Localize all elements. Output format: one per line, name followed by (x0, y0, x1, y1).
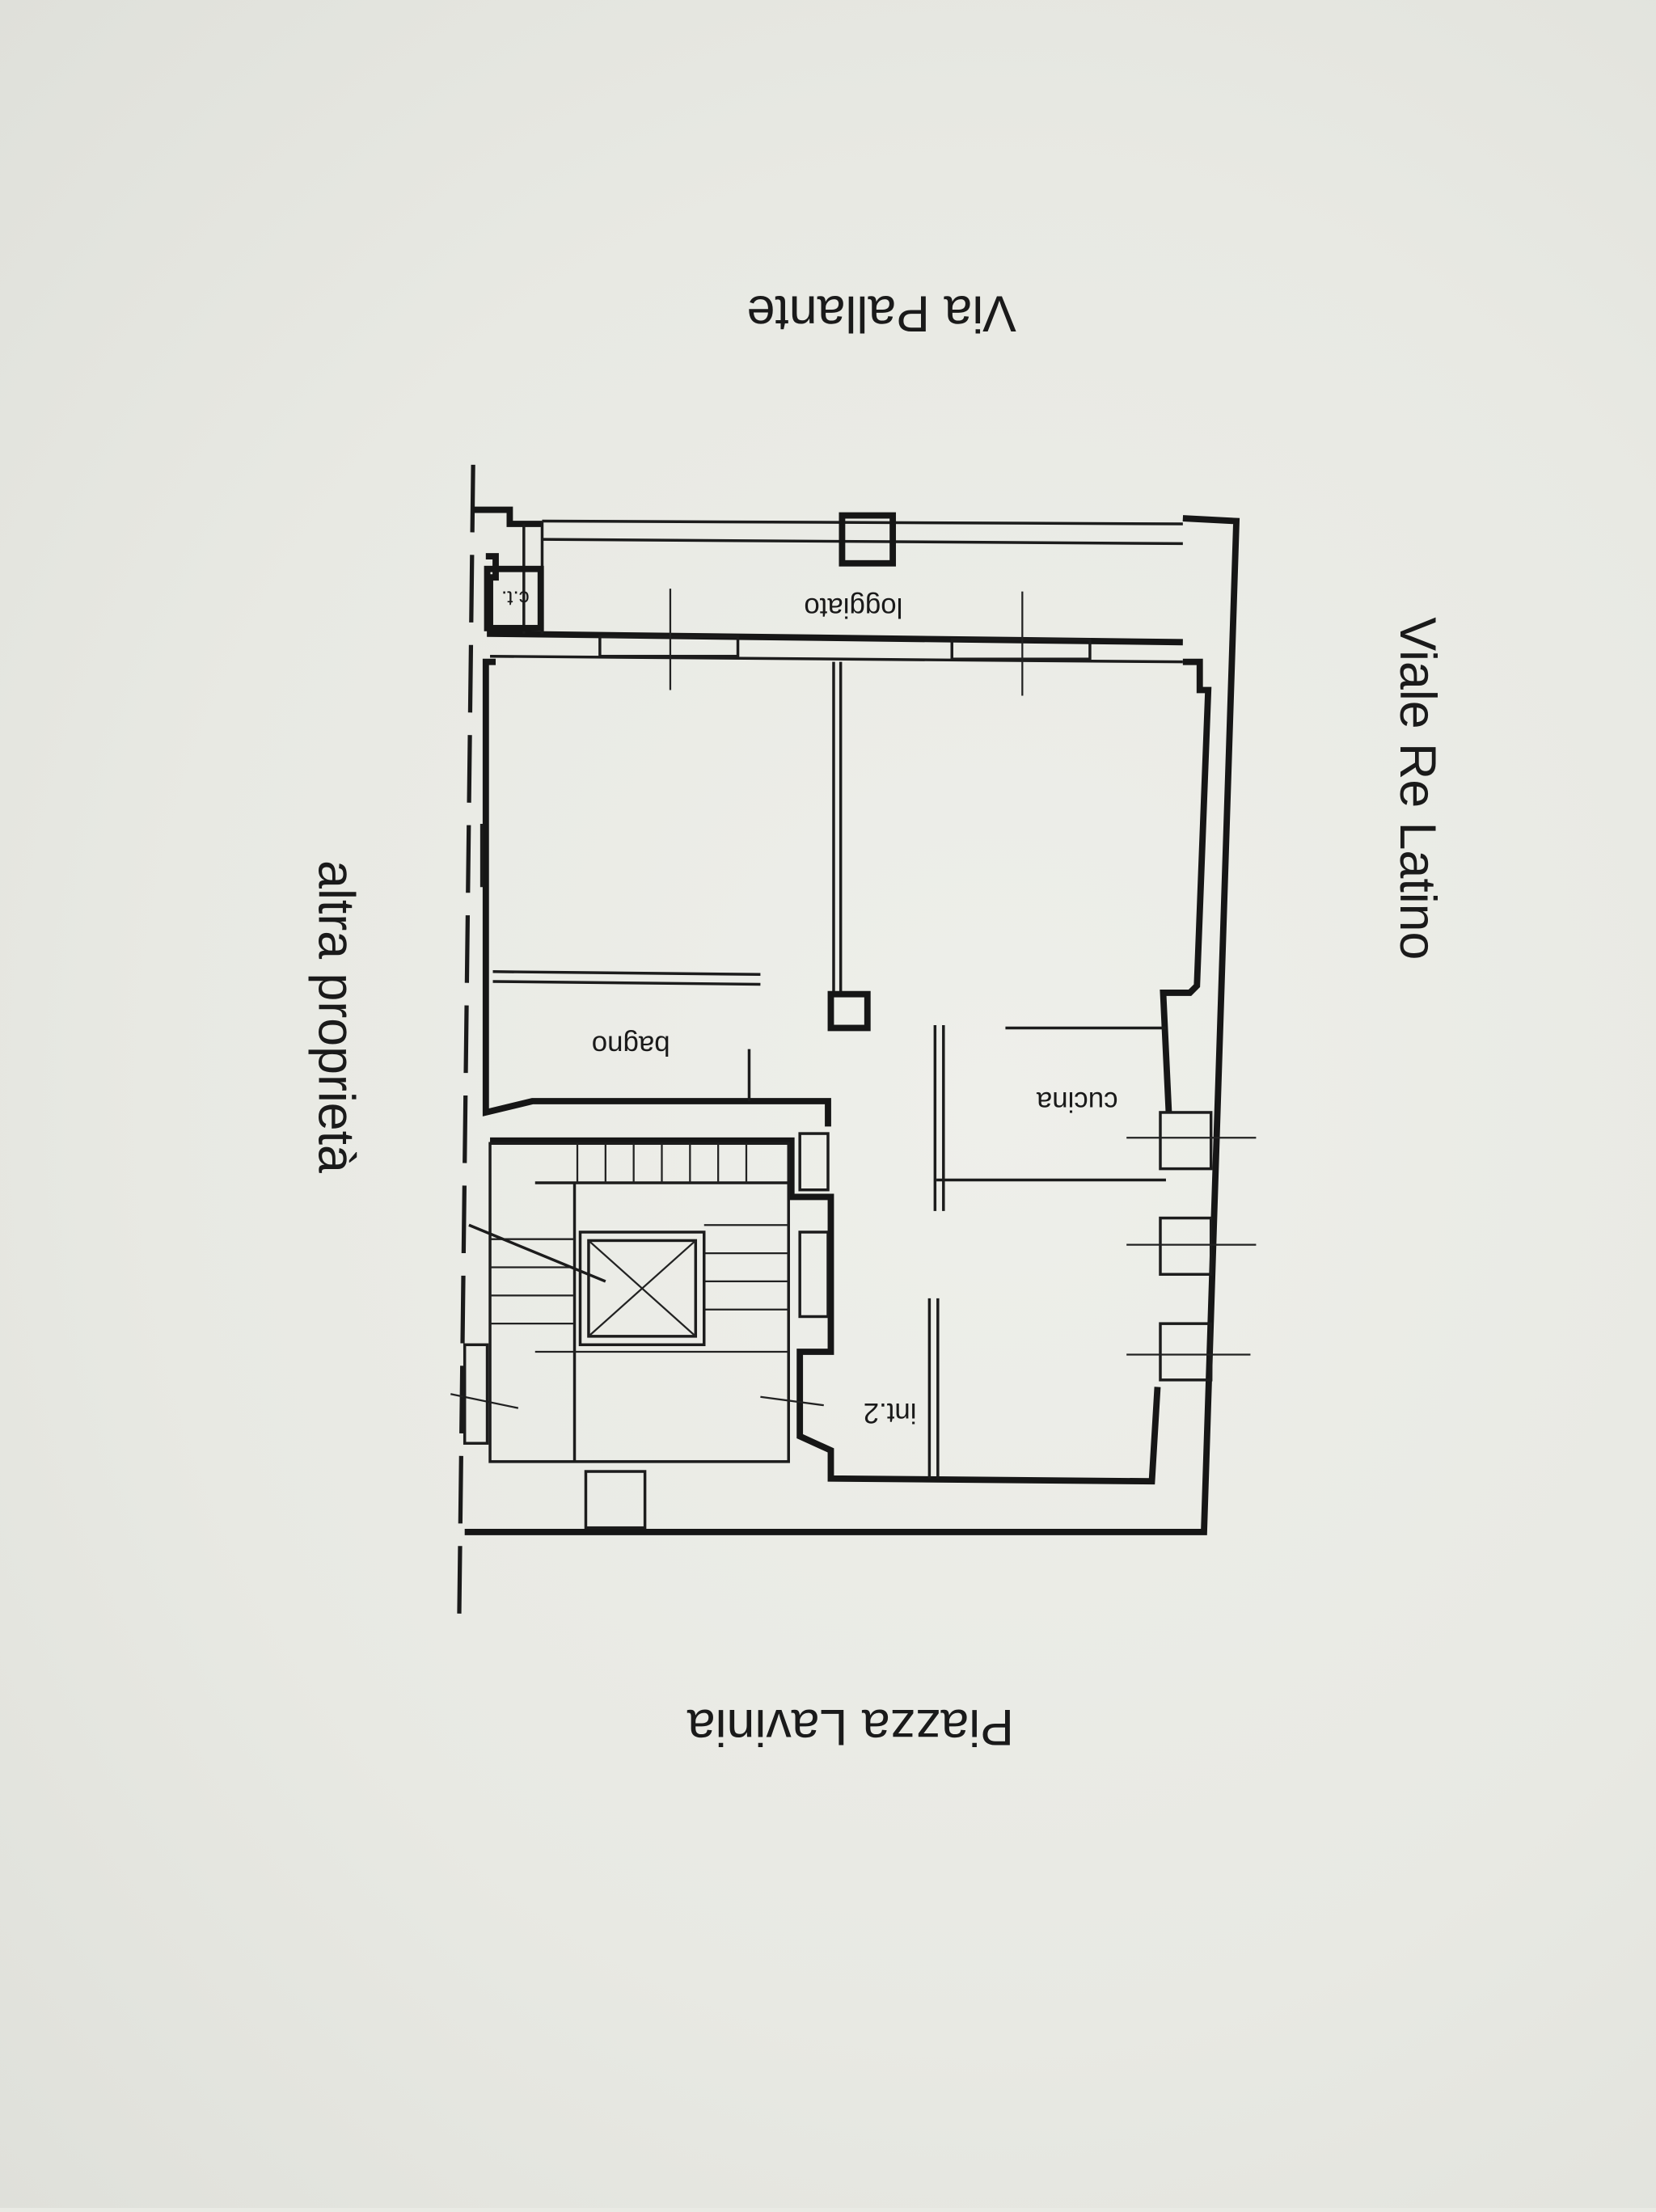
staircase (450, 1132, 830, 1530)
boiler-room (484, 565, 544, 631)
room-label-kitchen: cucina (1036, 1086, 1117, 1117)
street-label-right: Viale Re Latino (1389, 617, 1446, 960)
loggia (484, 512, 1183, 696)
street-label-top: Via Pallante (746, 285, 1016, 342)
window (950, 638, 1092, 661)
window (598, 635, 740, 658)
interior-walls (479, 661, 1166, 1479)
room-label-boiler: c.t. (501, 587, 530, 611)
neighbor-label-left: altra proprietà (307, 860, 364, 1173)
room-label-unit: int.2 (864, 1397, 917, 1429)
right-windows (1126, 1111, 1257, 1382)
room-label-loggia: loggiato (804, 592, 902, 623)
property-boundary-line (457, 464, 475, 1631)
elevator (578, 1231, 706, 1347)
pillar (839, 512, 897, 567)
room-label-bathroom: bagno (592, 1029, 670, 1061)
entrance-door (584, 1470, 647, 1530)
street-label-bottom: Piazza Lavinia (687, 1699, 1014, 1755)
exterior-walls (464, 506, 1240, 1535)
